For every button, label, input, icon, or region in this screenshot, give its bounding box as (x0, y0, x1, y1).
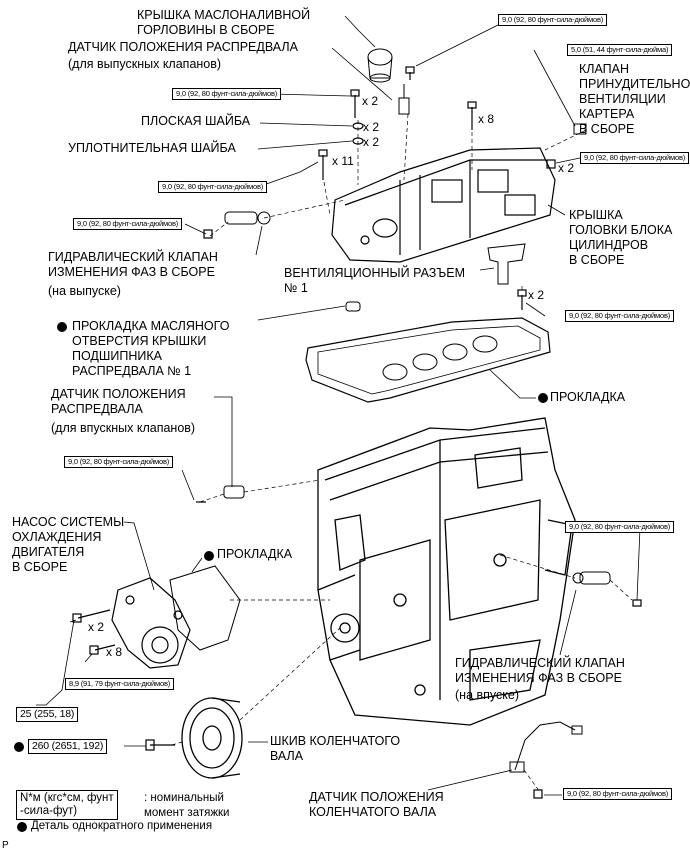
label-ocv-intake-note: (на впуске) (455, 688, 519, 702)
non-reusable-icon (57, 322, 67, 332)
quantity: x 2 (362, 94, 379, 108)
legend-unit-desc: : номинальный момент затяжки (144, 792, 230, 819)
legend-unit-box: N*м (кгс*см, фунт -сила-фут) (16, 790, 118, 820)
engine-block (317, 417, 576, 726)
cylinder-head-cover (331, 147, 556, 263)
label-seal-washer: УПЛОТНИТЕЛЬНАЯ ШАЙБА (68, 141, 236, 155)
pcv-valve (573, 123, 587, 135)
label-plain-washer: ПЛОСКАЯ ШАЙБА (141, 114, 251, 128)
cam-bearing-gasket (345, 301, 361, 312)
torque-spec: 9,0 (92, 80 фунт-сила-дюймов) (563, 788, 673, 800)
oil-cap (367, 48, 393, 83)
torque-spec: 9,0 (92, 80 фунт-сила-дюймов) (580, 152, 690, 164)
cam-sensor-exhaust (398, 84, 410, 115)
label-cam-sensor-intake-note: (для впускных клапанов) (51, 421, 196, 435)
label-ocv-exhaust: ГИДРАВЛИЧЕСКИЙ КЛАПАН ИЗМЕНЕНИЯ ФАЗ В СБ… (48, 250, 218, 279)
quantity: x 2 (88, 620, 105, 634)
label-cam-bearing-gasket: ПРОКЛАДКА МАСЛЯНОГО ОТВЕРСТИЯ КРЫШКИ ПОД… (72, 319, 230, 378)
label-gasket: ПРОКЛАДКА (550, 390, 626, 404)
torque-spec: 25 (255, 18) (16, 707, 79, 722)
label-cylinder-head-cover: КРЫШКА ГОЛОВКИ БЛОКА ЦИЛИНДРОВ В СБОРЕ (569, 208, 673, 267)
legend-non-reusable: Деталь однократного применения (31, 820, 213, 832)
water-pump (111, 577, 191, 669)
torque-spec: 9,0 (92, 80 фунт-сила-дюймов) (498, 14, 608, 26)
torque-spec: 9,0 (92, 80 фунт-сила-дюймов) (64, 456, 174, 468)
torque-spec: 9,0 (92, 80 фунт-сила-дюймов) (172, 88, 282, 100)
quantity: x 2 (363, 120, 380, 134)
label-pump-gasket: ПРОКЛАДКА (217, 547, 293, 561)
corner-mark: P (2, 840, 9, 851)
label-crank-sensor: ДАТЧИК ПОЛОЖЕНИЯ КОЛЕНЧАТОГО ВАЛА (309, 790, 444, 819)
label-crank-pulley: ШКИВ КОЛЕНЧАТОГО ВАЛА (270, 734, 401, 763)
label-cam-sensor-intake: ДАТЧИК ПОЛОЖЕНИЯ РАСПРЕДВАЛА (51, 387, 186, 416)
torque-spec: 9,0 (92, 80 фунт-сила-дюймов) (565, 310, 675, 322)
label-ocv-intake: ГИДРАВЛИЧЕСКИЙ КЛАПАН ИЗМЕНЕНИЯ ФАЗ В СБ… (455, 656, 625, 685)
ventilation-connector (487, 243, 526, 285)
quantity: x 8 (106, 645, 123, 659)
quantity: x 8 (478, 112, 495, 126)
torque-spec: 9,0 (92, 80 фунт-сила-дюймов) (73, 218, 183, 230)
assembly-lines (171, 113, 633, 793)
label-cam-sensor-exhaust: ДАТЧИК ПОЛОЖЕНИЯ РАСПРЕДВАЛА (68, 40, 298, 54)
crank-sensor (509, 721, 583, 773)
quantity: x 2 (528, 288, 545, 302)
non-reusable-icon (204, 551, 214, 561)
label-ocv-exhaust-note: (на выпуске) (48, 284, 121, 298)
non-reusable-icon (17, 822, 27, 832)
quantity: x 2 (363, 135, 380, 149)
head-cover-gasket (305, 317, 551, 403)
label-cam-sensor-exhaust-note: (для выпускных клапанов) (68, 57, 222, 71)
ocv-exhaust (224, 211, 271, 225)
crank-pulley (181, 697, 243, 779)
leader-lines (36, 15, 641, 796)
torque-spec: 260 (2651, 192) (28, 739, 108, 754)
quantity: x 11 (332, 154, 354, 168)
pump-gasket (169, 565, 241, 651)
non-reusable-icon (14, 742, 24, 752)
cam-sensor-intake (223, 485, 245, 499)
ocv-intake (572, 571, 611, 585)
label-pcv-valve: КЛАПАН ПРИНУДИТЕЛЬНОЙ ВЕНТИЛЯЦИИ КАРТЕРА… (579, 62, 690, 136)
torque-spec: 8,9 (91, 79 фунт-сила-дюймов) (65, 678, 175, 690)
torque-spec: 9,0 (92, 80 фунт-сила-дюймов) (565, 521, 675, 533)
torque-spec: 9,0 (92, 80 фунт-сила-дюймов) (158, 181, 268, 193)
non-reusable-icon (538, 393, 548, 403)
label-ventilation-connector: ВЕНТИЛЯЦИОННЫЙ РАЗЪЕМ № 1 (284, 266, 465, 295)
label-oil-cap: КРЫШКА МАСЛОНАЛИВНОЙ ГОРЛОВИНЫ В СБОРЕ (137, 8, 311, 37)
torque-spec: 5,0 (51, 44 фунт-сила-дюйма) (567, 44, 673, 56)
quantity: x 2 (558, 161, 575, 175)
label-water-pump: НАСОС СИСТЕМЫ ОХЛАЖДЕНИЯ ДВИГАТЕЛЯ В СБО… (12, 515, 125, 574)
